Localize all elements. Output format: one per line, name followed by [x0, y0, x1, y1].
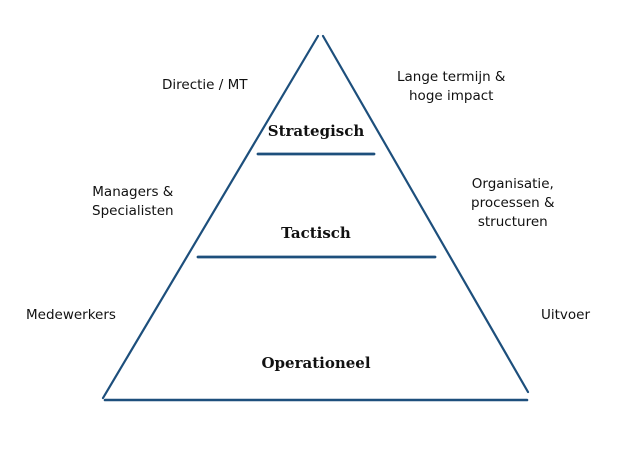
level-operational: Operationeel — [261, 354, 371, 372]
left-label-middle-line: Specialisten — [92, 203, 174, 219]
right-label-middle: Organisatie, processen & structuren — [471, 175, 555, 232]
right-label-middle-line: processen & — [471, 195, 555, 211]
left-label-bottom: Medewerkers — [26, 307, 116, 323]
right-label-middle-line: Organisatie, — [471, 176, 554, 192]
left-label-middle: Managers & Specialisten — [92, 183, 174, 221]
right-label-top-line: hoge impact — [409, 88, 494, 104]
right-label-top-line: Lange termijn & — [397, 69, 506, 85]
right-label-middle-line: structuren — [477, 214, 548, 230]
pyramid-right-edge — [321, 34, 530, 394]
level-strategic: Strategisch — [267, 122, 365, 140]
level-tactical: Tactisch — [281, 224, 351, 242]
pyramid-left-edge — [101, 34, 320, 400]
left-label-top: Directie / MT — [162, 77, 248, 93]
left-label-middle-line: Managers & — [92, 184, 174, 200]
right-label-bottom: Uitvoer — [541, 307, 591, 323]
right-label-top: Lange termijn & hoge impact — [397, 68, 505, 106]
